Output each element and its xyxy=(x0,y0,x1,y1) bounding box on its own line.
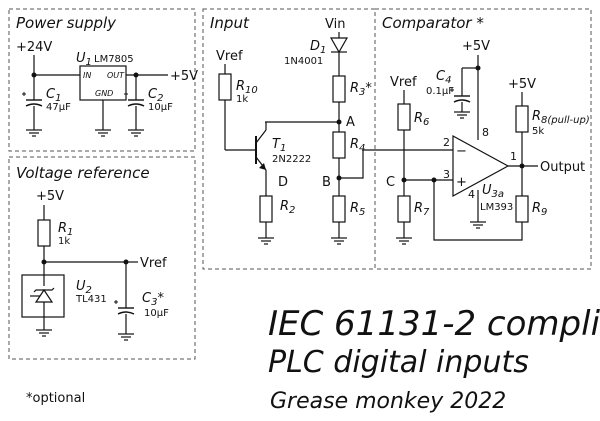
resistor-r9-body xyxy=(515,195,529,223)
u3-ref: U3a xyxy=(482,183,504,200)
diode-d1-symbol xyxy=(329,37,349,54)
net-label-plus5v-ref: +5V xyxy=(36,189,64,204)
resistor-r7-body xyxy=(397,195,411,223)
u1-pin-out: OUT xyxy=(107,71,125,80)
resistor-r4-body xyxy=(332,131,346,159)
regulator-u1-body xyxy=(79,65,127,101)
section-title-power-supply: Power supply xyxy=(16,14,117,32)
resistor-r3-body xyxy=(332,75,346,103)
u1-pin-gnd: GND xyxy=(95,89,113,98)
node-label-b: B xyxy=(322,175,331,190)
comparator-plus-sign: + xyxy=(456,175,467,190)
net-label-vref-comp: Vref xyxy=(390,75,417,90)
r8-ref: R8(pull-up) xyxy=(532,109,590,126)
r9-ref: R9 xyxy=(532,201,547,218)
t1-value: 2N2222 xyxy=(272,154,311,165)
u2-value: TL431 xyxy=(75,294,107,305)
c3-ref: C3* xyxy=(142,291,164,308)
power-supply-circuit: +24V C1 47μF U1 LM7805 IN OUT GND +5V C2… xyxy=(16,40,198,137)
resistor-r2-body xyxy=(259,195,273,223)
net-label-plus5v-supply: +5V xyxy=(170,69,198,84)
power-supply-frame xyxy=(8,8,196,152)
comparator-u3a-body xyxy=(452,134,510,198)
voltage-reference-circuit: +5V R1 1k Vref U2 TL431 C3* 10μF xyxy=(21,189,169,341)
node-label-c: C xyxy=(386,175,395,190)
r7-ref: R7 xyxy=(414,201,430,218)
capacitor-c2-symbol xyxy=(123,91,145,107)
u1-value: LM7805 xyxy=(94,54,134,65)
resistor-r10-body xyxy=(218,73,232,101)
c4-ref: C4 xyxy=(436,69,451,86)
net-label-vin: Vin xyxy=(325,17,345,32)
u1-ref: U1 xyxy=(76,51,92,68)
section-title-input: Input xyxy=(210,14,250,32)
resistor-r6-body xyxy=(397,103,411,131)
u3-pin-8: 8 xyxy=(482,126,489,139)
title-line-2: PLC digital inputs xyxy=(268,345,529,380)
comparator-circuit: +5V C4 0.1μF 8 2 3 1 4 − + U3a LM393 Vre… xyxy=(386,39,590,245)
section-title-comparator: Comparator * xyxy=(382,14,484,32)
r5-ref: R5 xyxy=(350,201,365,218)
voltage-reference-frame xyxy=(8,156,196,360)
section-title-voltage-reference: Voltage reference xyxy=(16,164,150,182)
u3-pin-4: 4 xyxy=(468,188,475,201)
resistor-r8-body xyxy=(515,105,529,133)
r2-ref: R2 xyxy=(280,199,295,216)
u3-pin-2: 2 xyxy=(443,136,450,149)
section-frames xyxy=(8,8,592,360)
net-label-output: Output xyxy=(540,160,585,175)
u1-pin-in: IN xyxy=(83,71,91,80)
c1-value: 47μF xyxy=(46,102,71,113)
r6-ref: R6 xyxy=(414,111,429,128)
c2-value: 10μF xyxy=(148,102,173,113)
d1-value: 1N4001 xyxy=(284,56,323,67)
comparator-frame xyxy=(374,8,592,270)
r8-value: 5k xyxy=(532,126,544,137)
net-label-plus5v-comp: +5V xyxy=(462,39,490,54)
c4-value: 0.1μF xyxy=(426,86,454,97)
shunt-regulator-u2-body xyxy=(21,274,65,318)
capacitor-c1-symbol xyxy=(21,91,43,107)
u3-pin-1: 1 xyxy=(510,150,517,163)
footnote-optional: *optional xyxy=(26,391,85,406)
net-label-plus5v-pullup: +5V xyxy=(508,77,536,92)
r10-value: 1k xyxy=(236,94,248,105)
t1-ref: T1 xyxy=(272,137,286,154)
capacitor-c3-symbol xyxy=(113,299,135,315)
title-line-1: IEC 61131-2 compliant xyxy=(268,304,600,344)
net-label-vref-input: Vref xyxy=(216,49,243,64)
r1-value: 1k xyxy=(58,236,70,247)
net-label-plus24v: +24V xyxy=(16,40,52,55)
title-line-3: Grease monkey 2022 xyxy=(270,389,506,414)
u3-value: LM393 xyxy=(480,202,513,213)
u3-pin-3: 3 xyxy=(443,168,450,181)
comparator-minus-sign: − xyxy=(456,144,467,159)
net-label-vref-out: Vref xyxy=(140,256,167,271)
c3-value: 10μF xyxy=(144,308,169,319)
input-circuit: Vin D1 1N4001 R3* A R4 B R5 Vref R10 1k xyxy=(216,17,453,245)
node-label-a: A xyxy=(346,115,355,130)
r3-ref: R3* xyxy=(350,81,372,98)
d1-ref: D1 xyxy=(310,39,326,56)
resistor-r5-body xyxy=(332,195,346,223)
resistor-r1-body xyxy=(37,219,51,247)
node-label-d: D xyxy=(278,175,288,190)
